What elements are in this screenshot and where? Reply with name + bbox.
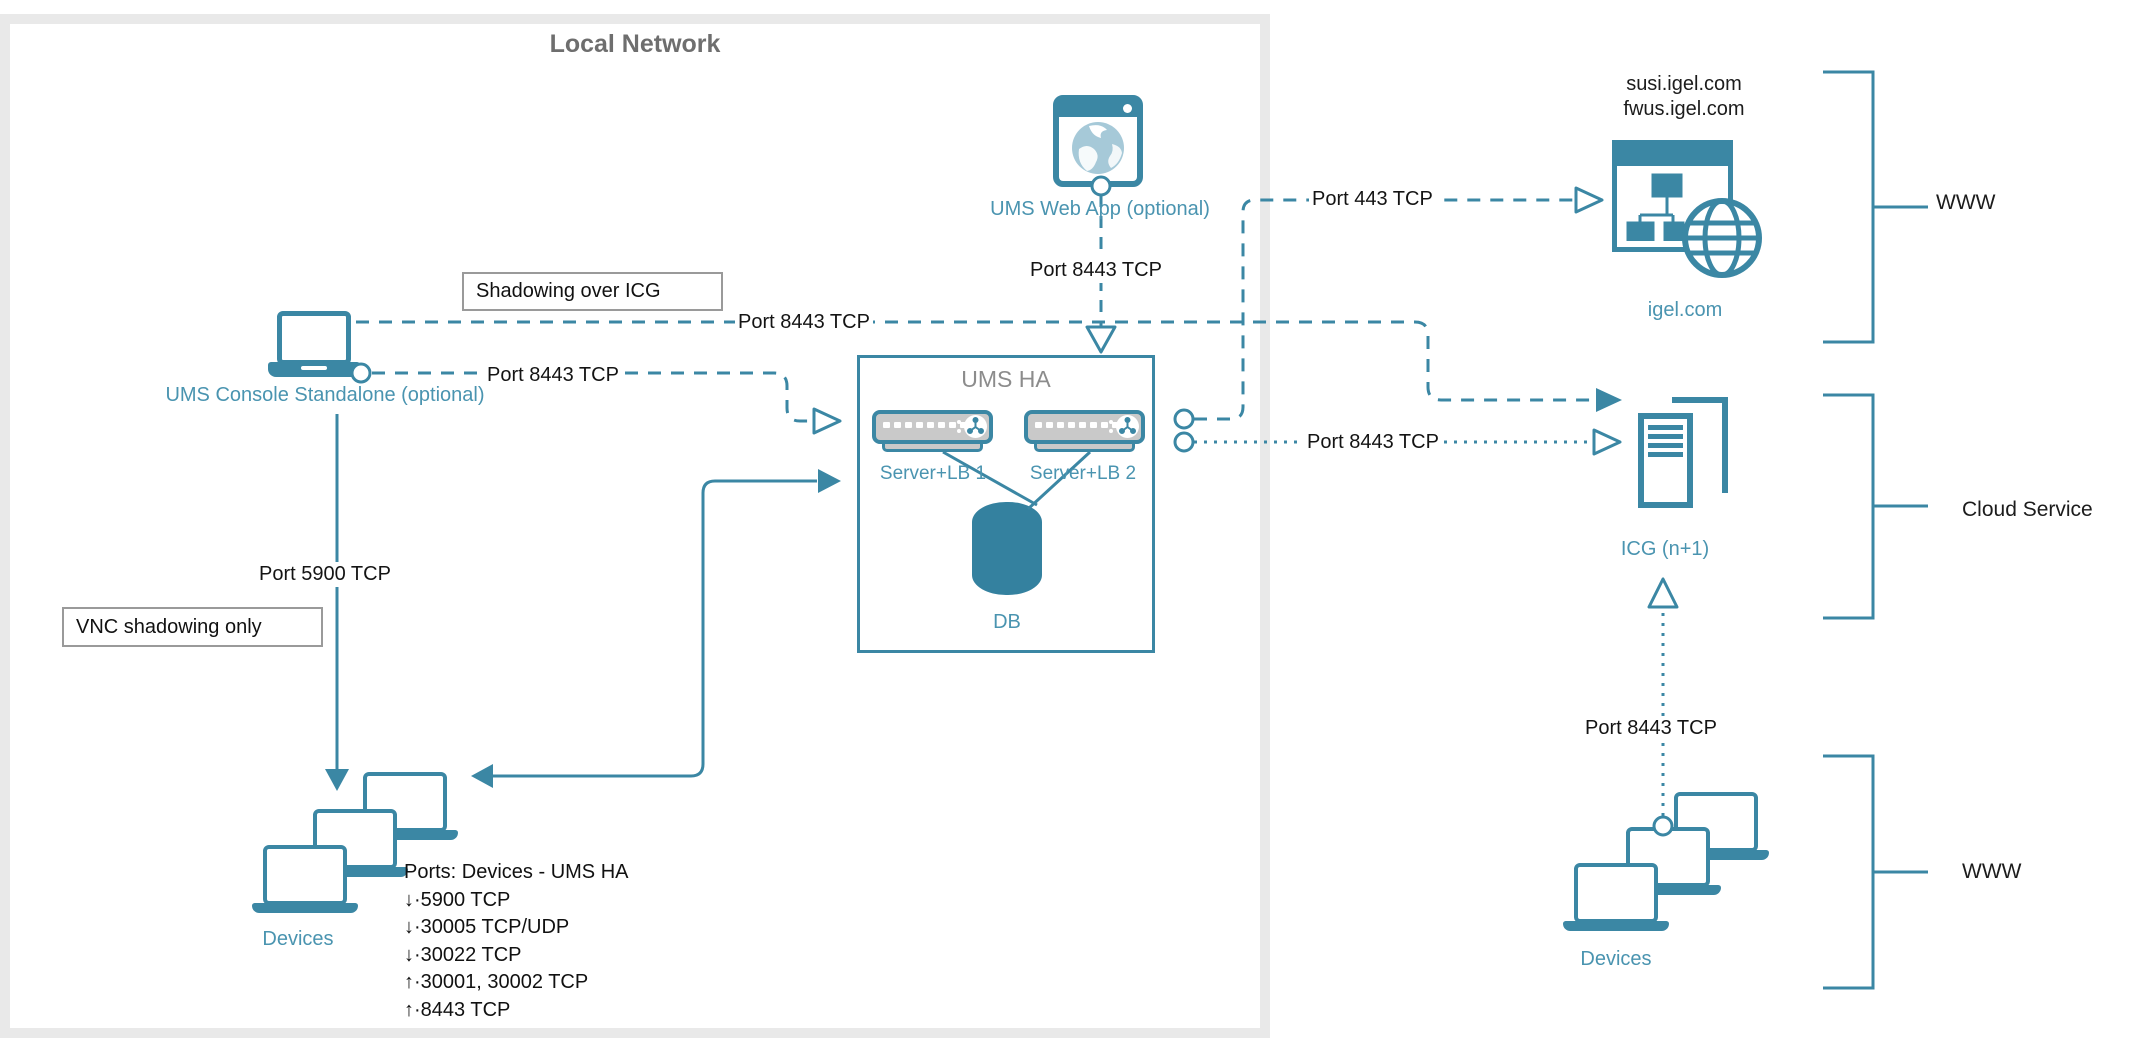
arrowhead-open [1647, 577, 1679, 609]
arrowhead-open [1592, 428, 1622, 456]
arrowhead-open [1574, 186, 1604, 214]
ums-web-app-icon [1053, 95, 1143, 187]
globe-wireframe-icon [1682, 198, 1762, 278]
server-lb1-icon [872, 410, 993, 444]
devices-right-label: Devices [1580, 948, 1652, 970]
igel-domains: susi.igel.com fwus.igel.com [1598, 72, 1770, 122]
icg-label: ICG (n+1) [1620, 538, 1710, 560]
server-emblem-icon [1116, 415, 1139, 438]
port-8443-icg-label: Port 8443 TCP [1304, 430, 1442, 455]
bracket-www-top [1823, 70, 1875, 344]
db-label: DB [993, 611, 1021, 633]
server-emblem-icon [964, 415, 987, 438]
port-8443-shadowing-label: Port 8443 TCP [735, 310, 873, 335]
server-led-icon [1109, 420, 1113, 424]
port-8443-console-label: Port 8443 TCP [484, 363, 622, 388]
port-443-label: Port 443 TCP [1309, 187, 1436, 212]
icg-server-icon [1638, 413, 1693, 508]
globe-icon [1072, 122, 1124, 174]
ports-info-line: ↓·5900 TCP [404, 888, 511, 911]
igel-com-label: igel.com [1647, 299, 1723, 321]
browser-dot-icon [1123, 104, 1132, 113]
console-label: UMS Console Standalone (optional) [165, 384, 485, 406]
ports-info-title: Ports: Devices - UMS HA [404, 861, 629, 883]
ports-info-line: ↑·30001, 30002 TCP [404, 971, 589, 993]
server-lb1-label: Server+LB 1 [879, 463, 987, 484]
bracket-cloud [1823, 393, 1875, 620]
server-ports [883, 422, 967, 428]
vnc-callout: VNC shadowing only [62, 607, 323, 647]
port-5900-label: Port 5900 TCP [256, 562, 394, 587]
database-icon [972, 502, 1042, 595]
devices-left-label: Devices [262, 928, 334, 950]
server-led-icon [957, 429, 961, 433]
server-lb2-icon [1024, 410, 1145, 444]
port-8443-webapp-label: Port 8443 TCP [1027, 258, 1165, 283]
server-lb2-label: Server+LB 2 [1029, 463, 1137, 484]
server-led-icon [1109, 429, 1113, 433]
local-network-title: Local Network [549, 30, 721, 58]
window-titlebar [1617, 145, 1728, 166]
ports-info-line: ↓·30022 TCP [404, 943, 522, 966]
ports-info-block: Ports: Devices - UMS HA ↓·5900 TCP ↓·300… [404, 859, 628, 1024]
shadowing-callout: Shadowing over ICG [462, 272, 723, 311]
webapp-label: UMS Web App (optional) [990, 198, 1210, 220]
ports-info-line: ↓·30005 TCP/UDP [404, 916, 570, 938]
bracket-www-bottom [1823, 754, 1875, 990]
igel-com-window-icon [1612, 140, 1733, 252]
server-ports [1035, 422, 1119, 428]
server-led-icon [957, 420, 961, 424]
group-www-top-label: WWW [1936, 191, 1996, 214]
ports-info-line: ↑·8443 TCP [404, 998, 511, 1021]
server-lb1-base [882, 444, 983, 452]
group-cloud-label: Cloud Service [1962, 498, 2093, 521]
port-8443-devices-label: Port 8443 TCP [1582, 716, 1720, 741]
icg-stack-icon [1672, 397, 1728, 493]
arrowhead-filled [1596, 388, 1622, 412]
ums-ha-title: UMS HA [961, 366, 1051, 392]
server-lb2-base [1034, 444, 1135, 452]
domain-fwus: fwus.igel.com [1623, 98, 1745, 120]
domain-susi: susi.igel.com [1626, 73, 1742, 95]
browser-titlebar [1059, 101, 1137, 117]
group-www-bottom-label: WWW [1962, 860, 2022, 883]
